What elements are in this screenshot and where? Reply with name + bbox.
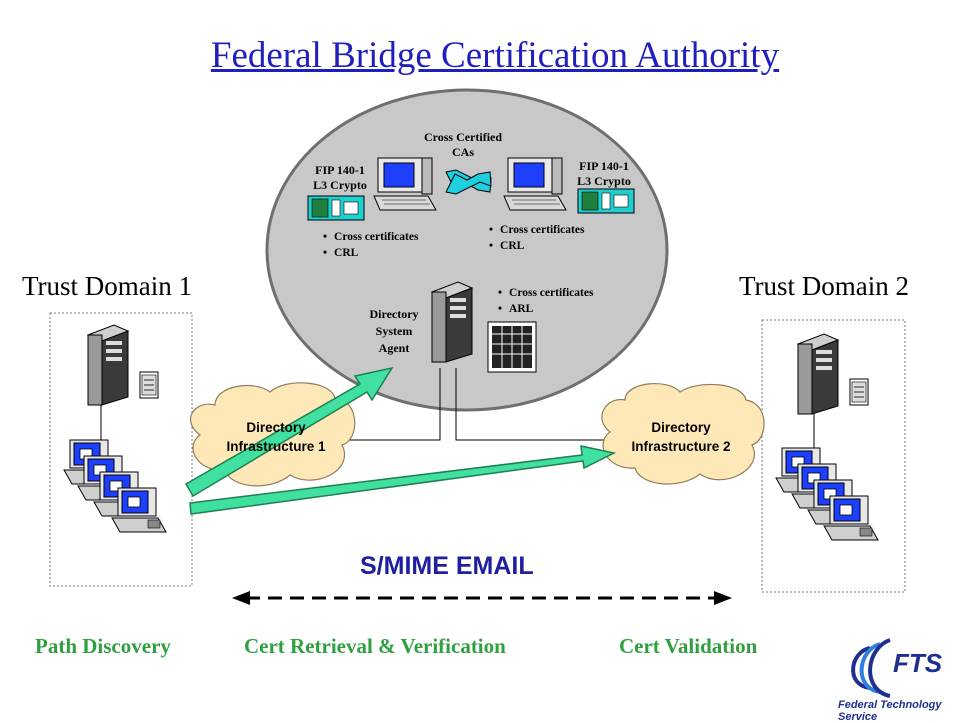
list-item: Cross certificates [489,222,584,238]
bridge-ca-ellipse [265,88,669,412]
list-item: Cross certificates [498,285,593,301]
fts-logo-text: FTS [893,648,943,678]
bullets-left: Cross certificates CRL [323,229,418,261]
smime-label: S/MIME EMAIL [360,552,534,580]
fip-right-label: FIP 140-1 L3 Crypto [577,159,631,188]
cert-retrieval-label: Cert Retrieval & Verification [244,634,506,658]
cert-validation-label: Cert Validation [619,634,758,658]
cross-certify-arrows [445,169,492,195]
list-item: CRL [323,245,418,261]
list-item: CRL [489,238,584,254]
dsa-label: Directory System Agent [369,307,419,355]
trust-domain-2-label: Trust Domain 2 [739,271,910,301]
fts-logo-subtitle: Federal Technology Service [838,699,942,723]
bullets-right: Cross certificates CRL [489,222,584,254]
arrow-to-directory-2 [189,445,617,515]
directory-cloud-2 [601,383,765,485]
cross-certified-label: Cross Certified CAs [423,130,503,159]
bullets-dsa: Cross certificates ARL [498,285,593,317]
arrow-to-dsa [184,366,394,498]
trust-domain-1-box [49,312,193,587]
dsa-link-1 [340,368,441,441]
page-title: Federal Bridge Certification Authority [210,35,780,76]
directory-1-label: Directory Infrastructure 1 [226,420,326,454]
list-item: ARL [498,301,593,317]
path-discovery-label: Path Discovery [35,634,171,658]
directory-2-label: Directory Infrastructure 2 [631,420,731,454]
trust-domain-1-label: Trust Domain 1 [22,271,193,301]
arl-document [487,321,537,373]
list-item: Cross certificates [323,229,418,245]
dsa-link-2 [455,368,605,441]
trust-domain-2-box [761,319,906,593]
fts-logo-icon [851,638,891,698]
fip-left-label: FIP 140-1 L3 Crypto [313,163,367,192]
